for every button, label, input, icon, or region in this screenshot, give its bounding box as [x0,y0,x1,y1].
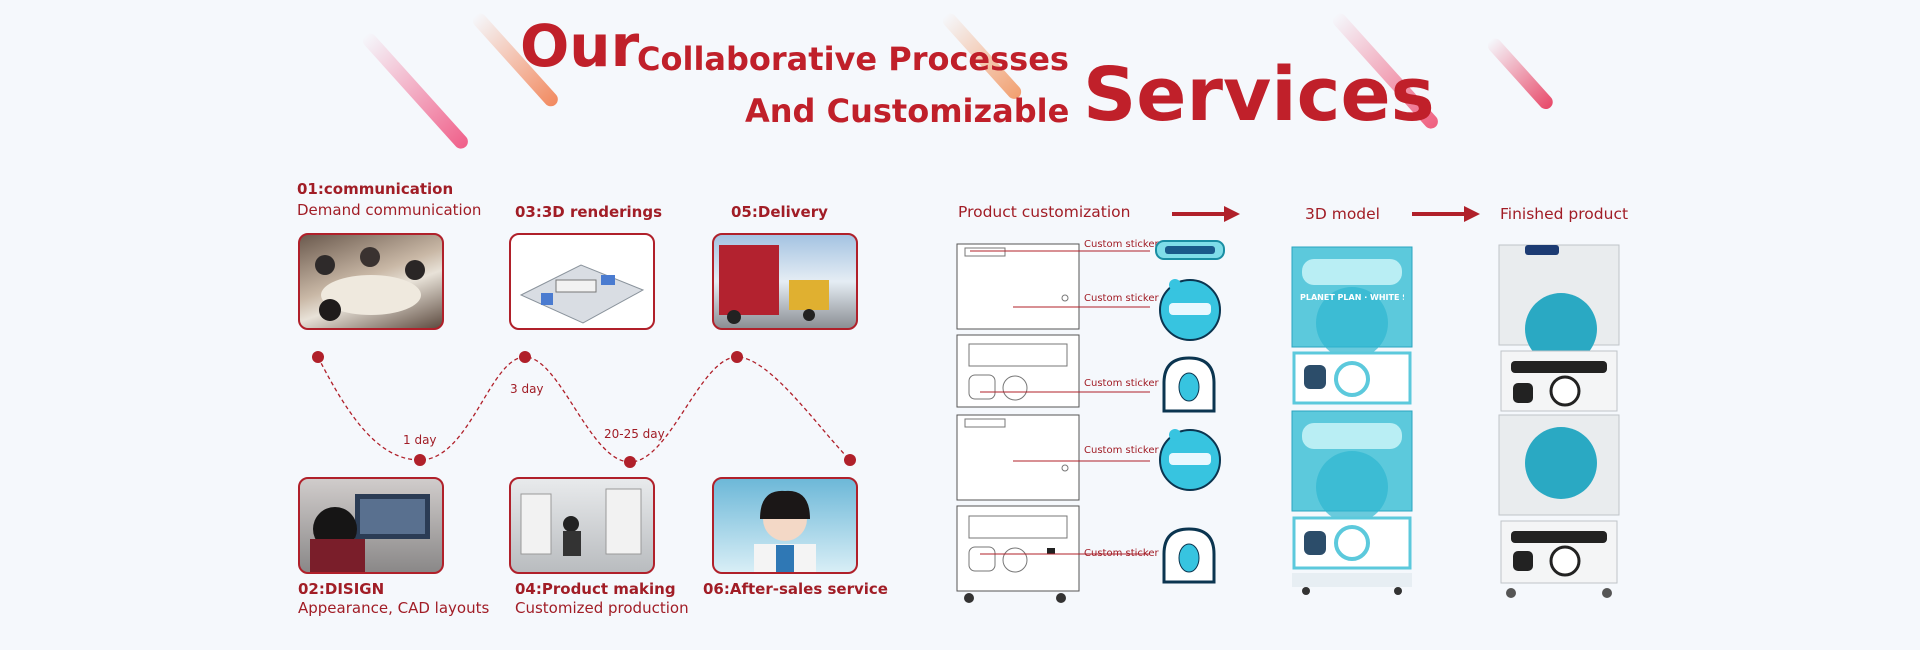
arrow-right-icon [1412,206,1480,222]
designer-photo [298,477,444,574]
render-photo [509,233,655,330]
step-04-subtitle: Customized production [515,599,689,617]
sticker-leader-lines [970,250,1150,555]
step-06-title: 06:After-sales service [703,580,888,598]
product-customization-heading: Product customization [958,203,1131,221]
support-photo [712,477,858,574]
factory-photo [509,477,655,574]
duration-label: 3 day [510,382,544,396]
timeline-dot [414,454,426,466]
step-03-title: 03:3D renderings [515,203,663,221]
custom-sticker-label: Custom sticker [1084,548,1159,559]
truck-photo [712,233,858,330]
comet-streak-5 [1485,35,1556,112]
title-line-2: And Customizable [745,92,1070,130]
finished-product-machine [1498,244,1620,598]
custom-sticker-label: Custom sticker [1084,293,1159,304]
step-04-title: 04:Product making [515,580,676,598]
title-line-1: Collaborative Processes [637,40,1069,78]
3d-model-machine [1291,246,1413,595]
step-01-subtitle: Demand communication [297,201,482,219]
step-05-title: 05:Delivery [731,203,828,221]
step-02-title: 02:DISIGN [298,580,385,598]
sticker-arch [1162,356,1216,413]
timeline-dot [844,454,856,466]
step-02-subtitle: Appearance, CAD layouts [298,599,490,617]
sticker-banner [1155,240,1225,260]
timeline-dot [731,351,743,363]
timeline-dot [624,456,636,468]
line-drawing-machine [956,243,1080,603]
timeline-dot [312,351,324,363]
sticker-round [1159,279,1221,341]
title-our: Our [520,12,640,80]
meeting-photo [298,233,444,330]
title-services: Services [1083,52,1435,138]
arrow-right-icon [1172,206,1240,222]
duration-label: 1 day [403,433,437,447]
timeline-dot [519,351,531,363]
3d-model-heading: 3D model [1305,205,1380,223]
custom-sticker-label: Custom sticker [1084,445,1159,456]
sticker-round [1159,429,1221,491]
step-01-title: 01:communication [297,180,454,198]
timeline-curve [312,351,856,468]
sticker-arch [1162,527,1216,584]
duration-label: 20-25 day [604,427,665,441]
custom-sticker-label: Custom sticker [1084,378,1159,389]
custom-sticker-label: Custom sticker [1084,239,1159,250]
finished-product-heading: Finished product [1500,205,1629,223]
brand-text: PLANET PLAN · WHITE STAR [1300,293,1404,302]
